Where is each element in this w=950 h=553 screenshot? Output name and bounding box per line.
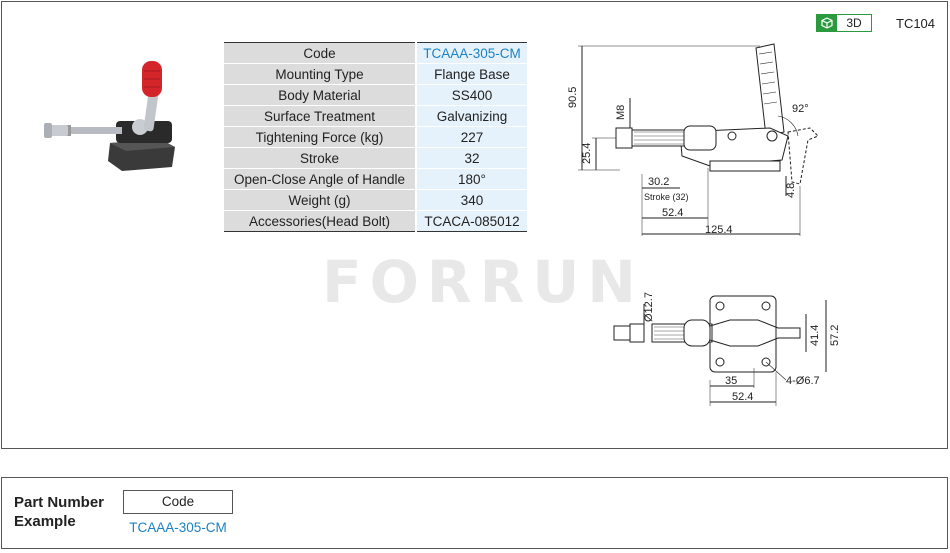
spec-key: Stroke: [224, 147, 417, 169]
dim-52: 52.4: [732, 391, 753, 403]
part-number-line2: Example: [14, 513, 76, 530]
dim-holes: 4-Ø6.7: [786, 375, 820, 387]
spec-value: 227: [416, 126, 527, 148]
dim-41: 41.4: [809, 325, 821, 346]
side-view-drawing: 90.5 M8 25.4 92° 30.2 Stroke (32) 52.4 1…: [567, 43, 819, 236]
dim-total: 125.4: [705, 224, 733, 236]
spec-value: 32: [416, 147, 527, 169]
dim-low: 25.4: [581, 143, 593, 164]
3d-view-button[interactable]: 3D: [816, 14, 872, 32]
dim-stroke-pos: 30.2: [648, 176, 669, 188]
top-view-drawing: Ø12.7 41.4 57.2 35 52.4 4-Ø6.7: [613, 292, 841, 406]
example-code: TCAAA-305-CM: [129, 520, 227, 535]
dim-height: 90.5: [567, 87, 579, 108]
spec-key: Accessories(Head Bolt): [224, 210, 417, 232]
dim-57: 57.2: [829, 325, 841, 346]
spec-row: Accessories(Head Bolt)TCACA-085012: [224, 210, 527, 232]
part-number-line1: Part Number: [14, 494, 105, 511]
spec-key: Body Material: [224, 84, 417, 106]
code-box: Code: [123, 490, 233, 514]
spec-value: TCACA-085012: [416, 210, 527, 232]
3d-label: 3D: [846, 16, 862, 30]
spec-value: 180°: [416, 168, 527, 190]
spec-value: SS400: [416, 84, 527, 106]
spec-key: Weight (g): [224, 189, 417, 211]
cube-icon: [817, 15, 837, 31]
spec-key: Mounting Type: [224, 63, 417, 85]
spec-value: Galvanizing: [416, 105, 527, 127]
spec-value: 340: [416, 189, 527, 211]
dim-35: 35: [725, 375, 737, 387]
spec-key: Tightening Force (kg): [224, 126, 417, 148]
dim-dia: Ø12.7: [643, 292, 655, 322]
watermark-logo: FORRUN: [322, 248, 644, 316]
dim-stroke-label: Stroke (32): [644, 192, 689, 202]
spec-value: Flange Base: [416, 63, 527, 85]
dim-mid: 52.4: [662, 207, 683, 219]
series-code: TC104: [896, 16, 936, 31]
spec-key: Surface Treatment: [224, 105, 417, 127]
dim-angle: 92°: [792, 103, 809, 115]
spec-row: Tightening Force (kg)227: [224, 126, 527, 148]
spec-key: Code: [224, 42, 417, 64]
part-number-title: Part Number Example: [14, 493, 104, 531]
spec-key: Open-Close Angle of Handle: [224, 168, 417, 190]
dim-thread: M8: [615, 105, 627, 120]
dim-small: 4.8: [785, 183, 797, 198]
spec-row: Weight (g)340: [224, 189, 527, 211]
product-image: [44, 61, 175, 171]
spec-value[interactable]: TCAAA-305-CM: [416, 42, 527, 64]
